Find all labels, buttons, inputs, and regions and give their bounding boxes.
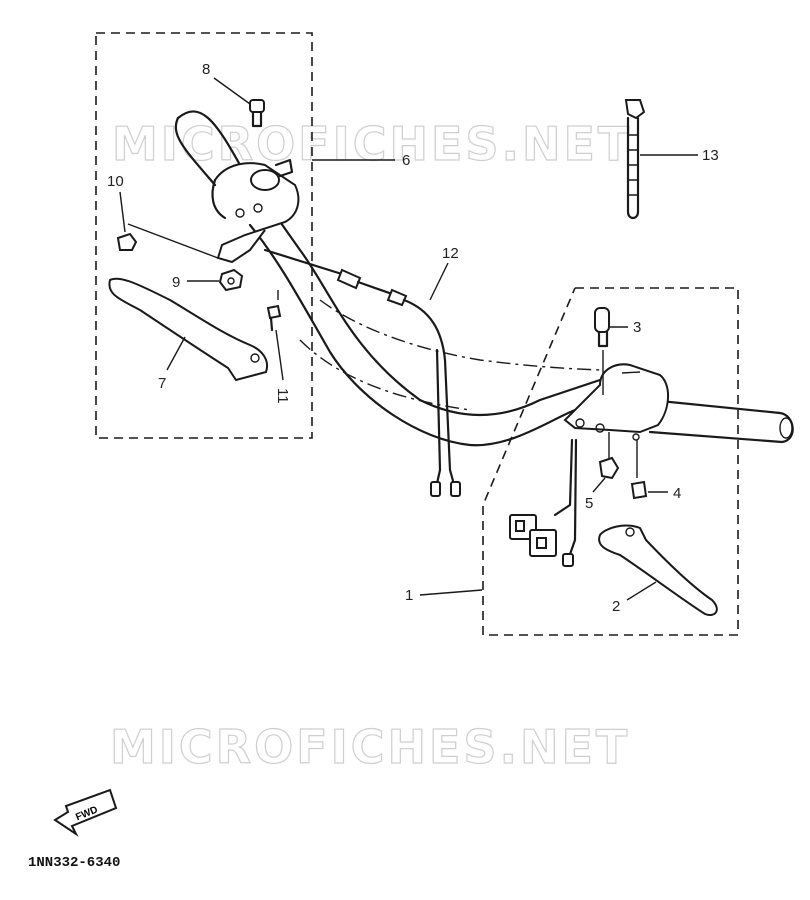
svg-text:2: 2 [612, 598, 620, 615]
right-wiring-harness [509, 438, 578, 567]
left-lever-7 [108, 277, 268, 382]
nut-10 [116, 232, 138, 251]
callout-13: 13 [640, 147, 719, 164]
svg-text:3: 3 [633, 319, 641, 336]
svg-text:10: 10 [107, 173, 124, 190]
callout-1: 1 [405, 587, 483, 604]
nut-9 [218, 268, 244, 292]
right-switch-housing [563, 363, 669, 441]
watermark-top: MICROFICHES.NET [112, 117, 632, 171]
callout-8: 8 [202, 61, 251, 105]
bolt-4 [630, 440, 648, 500]
right-switch-assembly-box [482, 287, 739, 636]
svg-text:7: 7 [158, 375, 166, 392]
right-lever-2 [598, 524, 718, 616]
handlebar [174, 110, 794, 447]
watermark-bottom: MICROFICHES.NET [110, 720, 630, 774]
callout-2: 2 [612, 581, 657, 615]
callout-7: 7 [158, 336, 186, 392]
fwd-arrow-icon: FWD [53, 788, 118, 837]
screw-3 [594, 307, 610, 395]
screw-8 [249, 99, 265, 128]
callout-4: 4 [648, 485, 681, 502]
diagram-code: 1NN332-6340 [28, 855, 120, 871]
svg-text:6: 6 [402, 152, 410, 169]
callout-10: 10 [107, 173, 126, 233]
callout-9: 9 [172, 274, 219, 291]
svg-text:11: 11 [274, 388, 291, 404]
svg-text:4: 4 [673, 485, 681, 502]
bolt-11 [266, 290, 282, 332]
left-switch-housing [211, 158, 300, 264]
callout-6: 6 [312, 152, 410, 169]
svg-text:13: 13 [702, 147, 719, 164]
svg-text:12: 12 [442, 245, 459, 262]
callout-11: 11 [274, 329, 291, 404]
callout-5: 5 [585, 477, 606, 512]
left-switch-assembly-box [95, 32, 313, 439]
svg-text:9: 9 [172, 274, 180, 291]
nut-10-guide [127, 223, 219, 259]
cable-12 [263, 248, 461, 497]
svg-text:1: 1 [405, 587, 413, 604]
callout-12: 12 [429, 245, 459, 301]
nut-5 [598, 432, 620, 480]
callout-3: 3 [610, 319, 641, 336]
svg-text:8: 8 [202, 61, 210, 78]
svg-text:5: 5 [585, 495, 593, 512]
cable-tie-13 [624, 99, 646, 220]
